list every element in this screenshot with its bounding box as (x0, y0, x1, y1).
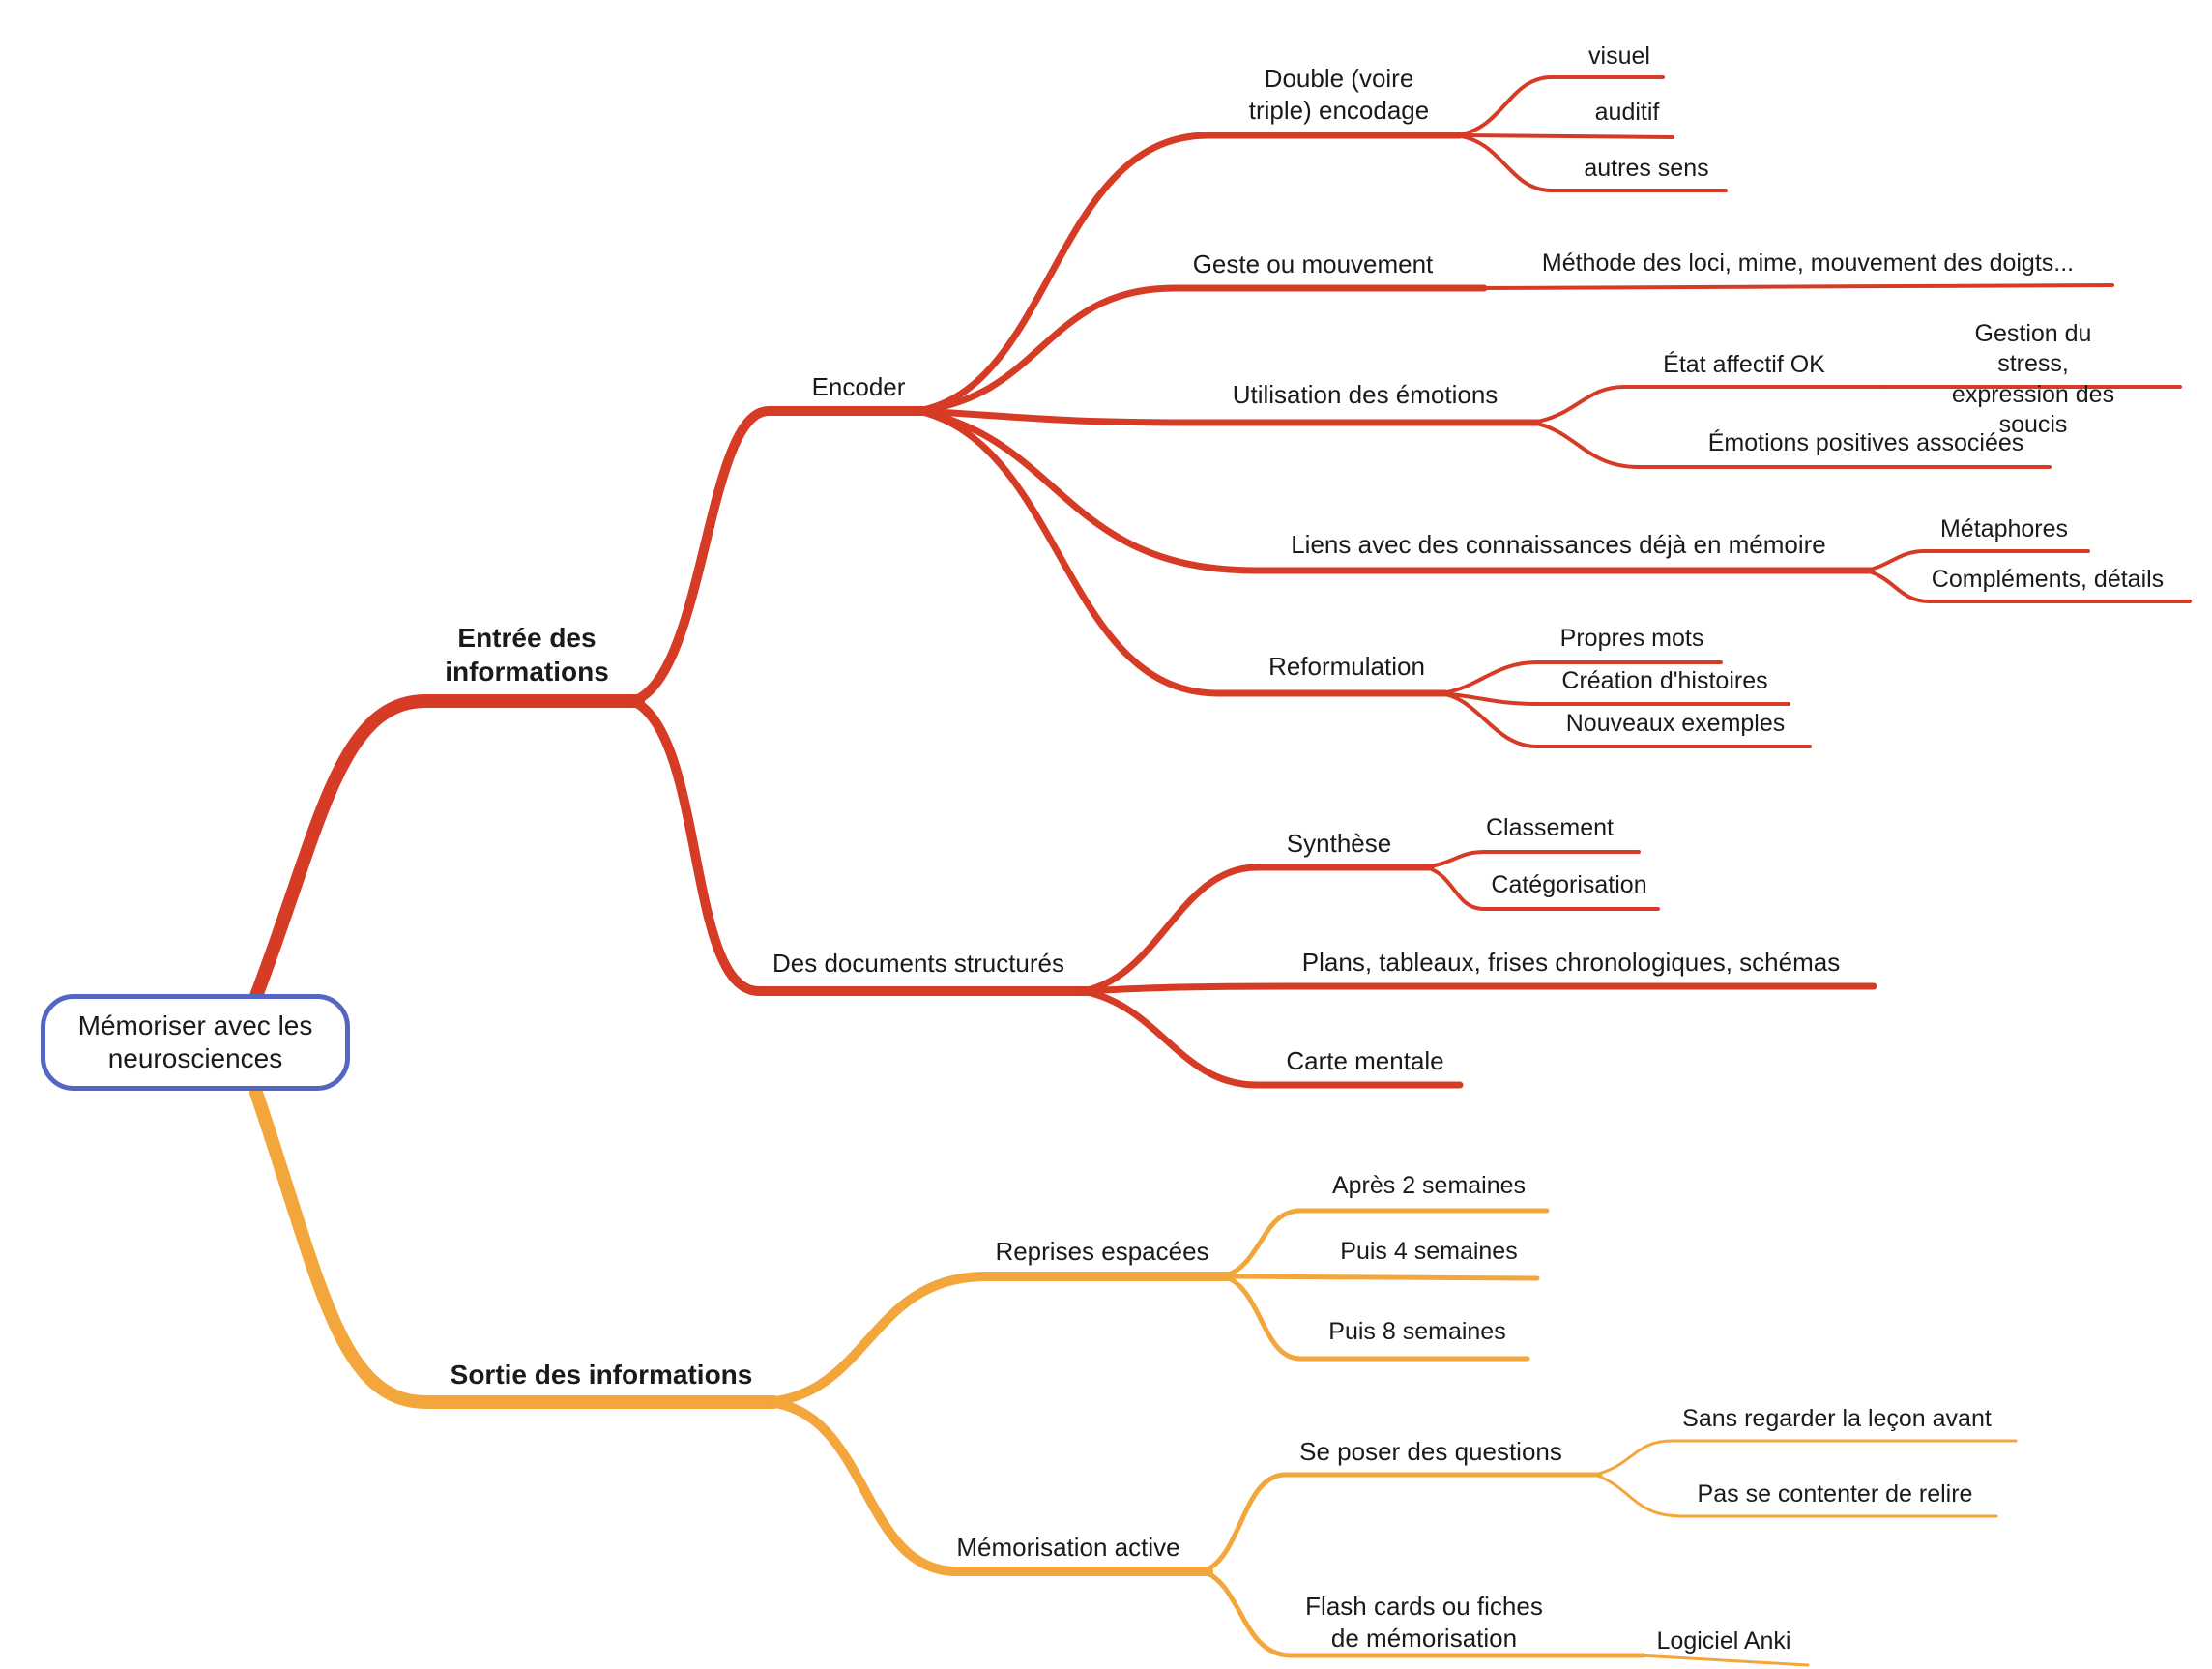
node-nouveaux-exemples[interactable]: Nouveaux exemples (1565, 710, 1786, 737)
link-encoder-geste (915, 284, 1488, 415)
node-reprises-espacees[interactable]: Reprises espacées (995, 1237, 1209, 1266)
root-label: Mémoriser avec les neurosciences (77, 1010, 313, 1073)
node-sortie-des-informations[interactable]: Sortie des informations (450, 1360, 753, 1390)
link-documents-carte (1079, 987, 1464, 1089)
link-liens-complements (1864, 569, 2192, 603)
node-emotions-positives[interactable]: Émotions positives associées (1707, 429, 2024, 456)
node-carte-mentale[interactable]: Carte mentale (1286, 1046, 1444, 1075)
link-emotions-etat (1530, 385, 1897, 425)
link-questions-pas (1593, 1473, 1998, 1518)
link-documents-plans (1079, 982, 1877, 995)
node-puis-8-semaines[interactable]: Puis 8 semaines (1328, 1318, 1506, 1345)
node-documents-structures[interactable]: Des documents structurés (771, 949, 1065, 978)
node-complements-details[interactable]: Compléments, détails (1931, 566, 2165, 593)
node-pas-se-contenter[interactable]: Pas se contenter de relire (1697, 1480, 1973, 1508)
link-synthese-categorisation (1424, 865, 1660, 911)
link-encoder-double (915, 132, 1464, 415)
link-double-autres (1453, 133, 1728, 192)
link-synthese-classement (1424, 850, 1641, 869)
link-entree-documents (628, 696, 1092, 996)
node-entree-des-informations[interactable]: Entrée des informations (445, 623, 609, 687)
node-encoder[interactable]: Encoder (811, 372, 906, 401)
node-classement[interactable]: Classement (1486, 814, 1614, 841)
link-questions-sans (1593, 1439, 2018, 1477)
link-documents-synthese (1079, 864, 1435, 995)
node-etat-affectif-ok[interactable]: État affectif OK (1663, 351, 1825, 378)
node-flash-cards[interactable]: Flash cards ou fiches de mémorisation (1305, 1592, 1543, 1653)
link-reprises-apres2 (1220, 1208, 1550, 1279)
node-sans-regarder[interactable]: Sans regarder la leçon avant (1682, 1405, 1992, 1432)
node-se-poser-des-questions[interactable]: Se poser des questions (1299, 1437, 1562, 1466)
link-encoder-emotions (915, 407, 1541, 426)
node-geste-ou-mouvement[interactable]: Geste ou mouvement (1192, 249, 1434, 278)
node-autres-sens[interactable]: autres sens (1584, 155, 1709, 182)
link-root-sortie (249, 1086, 780, 1409)
node-metaphores[interactable]: Métaphores (1939, 515, 2069, 542)
node-visuel[interactable]: visuel (1588, 43, 1650, 70)
link-liens-metaphores (1864, 549, 2090, 572)
link-reprises-puis4 (1220, 1274, 1540, 1281)
node-puis-4-semaines[interactable]: Puis 4 semaines (1340, 1238, 1518, 1265)
link-encoder-liens (915, 407, 1875, 574)
node-memorisation-active[interactable]: Mémorisation active (956, 1533, 1180, 1562)
node-reformulation[interactable]: Reformulation (1268, 652, 1425, 681)
node-apres-2-semaines[interactable]: Après 2 semaines (1331, 1172, 1527, 1199)
link-reformulation-nouveaux (1439, 691, 1812, 748)
link-double-visuel (1453, 75, 1665, 137)
link-geste-methode (1477, 283, 2114, 290)
link-reformulation-creation (1439, 691, 1790, 706)
link-reprises-puis8 (1220, 1274, 1530, 1362)
node-synthese[interactable]: Synthèse (1286, 829, 1392, 858)
link-encoder-reformulation (915, 407, 1449, 697)
link-sortie-memorisation (764, 1397, 1213, 1576)
node-propres-mots[interactable]: Propres mots (1559, 625, 1704, 652)
node-liens-connaissances[interactable]: Liens avec des connaissances déjà en mém… (1291, 530, 1826, 559)
node-double-encodage[interactable]: Double (voire triple) encodage (1248, 64, 1430, 125)
link-reformulation-propres (1439, 660, 1723, 695)
link-emotions-positives (1530, 421, 2052, 469)
root-node[interactable]: Mémoriser avec les neurosciences (41, 994, 350, 1091)
node-utilisation-des-emotions[interactable]: Utilisation des émotions (1232, 380, 1499, 409)
node-auditif[interactable]: auditif (1594, 99, 1660, 126)
link-memorisation-questions (1201, 1472, 1603, 1574)
node-gestion-du-stress[interactable]: Gestion du stress, expression des soucis (1951, 320, 2115, 438)
node-methode-des-loci[interactable]: Méthode des loci, mime, mouvement des do… (1541, 249, 2075, 277)
node-logiciel-anki[interactable]: Logiciel Anki (1656, 1627, 1791, 1654)
node-plans-tableaux[interactable]: Plans, tableaux, frises chronologiques, … (1301, 948, 1841, 977)
link-sortie-reprises (764, 1272, 1233, 1407)
link-memorisation-flash (1201, 1568, 1646, 1658)
node-categorisation[interactable]: Catégorisation (1491, 871, 1647, 898)
link-flash-anki (1637, 1654, 1810, 1667)
node-creation-histoires[interactable]: Création d'histoires (1561, 667, 1768, 694)
link-double-auditif (1453, 133, 1674, 139)
link-root-entree (249, 694, 645, 1003)
link-entree-encoder (628, 406, 933, 706)
